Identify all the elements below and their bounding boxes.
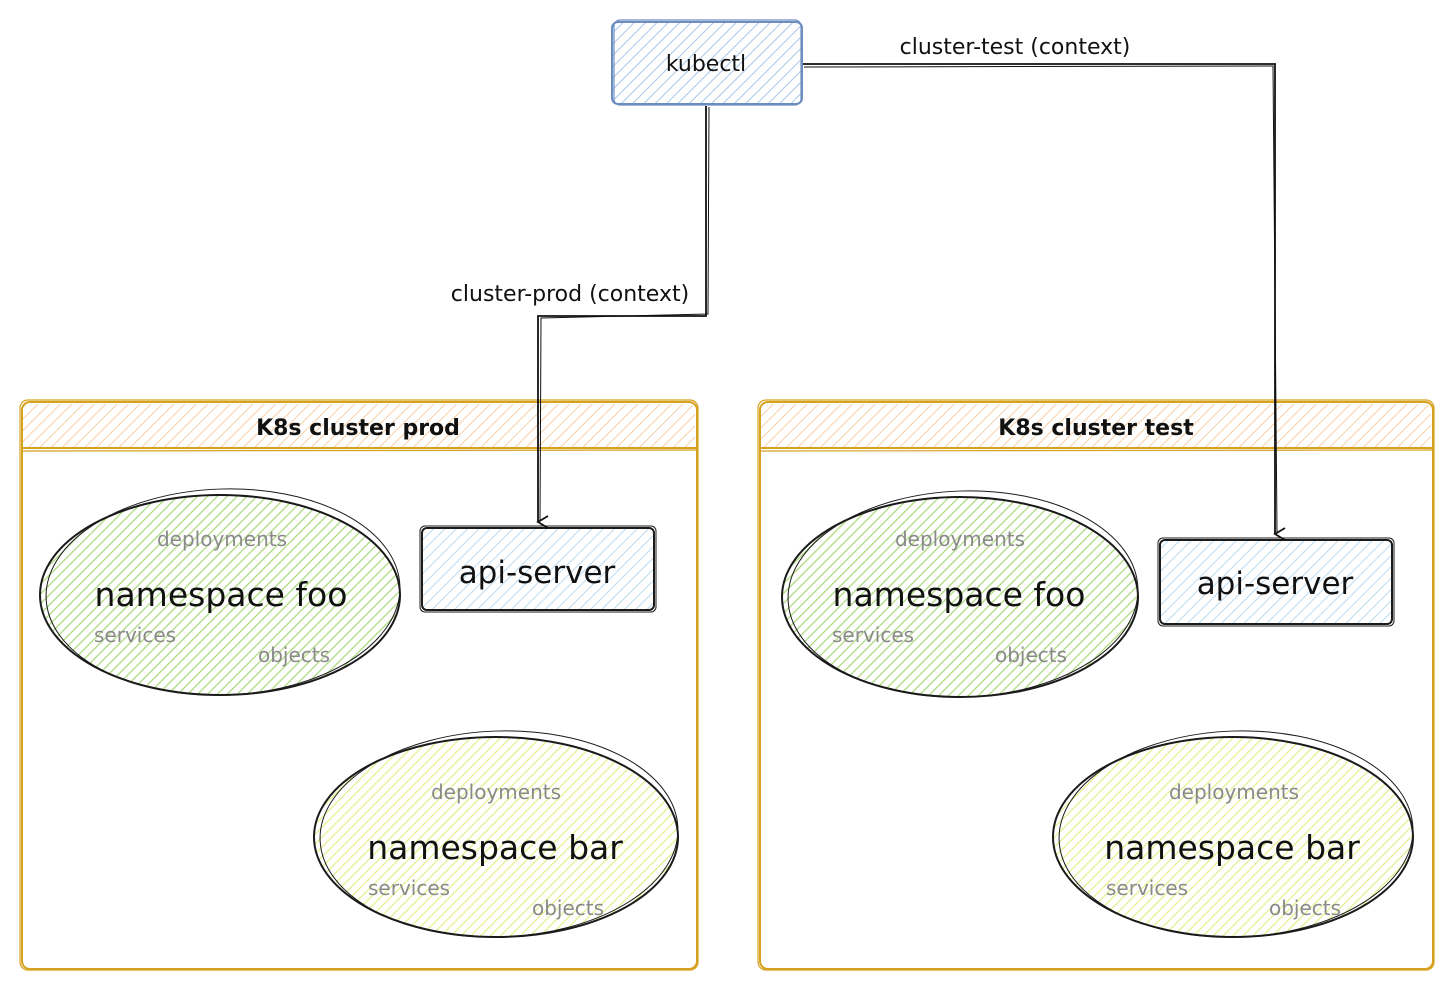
ns-bar-test-objects: objects bbox=[1269, 896, 1341, 920]
ns-foo-test-name: namespace foo bbox=[833, 575, 1086, 614]
ns-bar-prod-objects: objects bbox=[532, 896, 604, 920]
namespace-foo-test[interactable]: deployments namespace foo services objec… bbox=[781, 485, 1141, 703]
ns-foo-prod-deployments: deployments bbox=[157, 527, 287, 551]
ns-bar-prod-services: services bbox=[368, 876, 450, 900]
namespace-foo-prod[interactable]: deployments namespace foo services objec… bbox=[39, 483, 403, 701]
ns-foo-prod-name: namespace foo bbox=[95, 575, 348, 614]
api-server-prod[interactable]: api-server bbox=[419, 525, 657, 613]
edge-kubectl-to-prod bbox=[536, 106, 710, 529]
edge-label-test: cluster-test (context) bbox=[882, 31, 1148, 61]
ns-bar-test-deployments: deployments bbox=[1169, 780, 1299, 804]
cluster-test: K8s cluster test bbox=[757, 399, 1435, 971]
ns-bar-test-name: namespace bar bbox=[1104, 828, 1360, 867]
ns-foo-prod-services: services bbox=[94, 623, 176, 647]
cluster-prod: K8s cluster prod bbox=[19, 399, 699, 971]
kubectl-label: kubectl bbox=[666, 52, 746, 77]
kubectl-node[interactable]: kubectl bbox=[611, 19, 803, 106]
ns-foo-test-deployments: deployments bbox=[895, 527, 1025, 551]
ns-bar-prod-deployments: deployments bbox=[431, 780, 561, 804]
api-server-test-label: api-server bbox=[1197, 566, 1354, 602]
cluster-prod-title: K8s cluster prod bbox=[256, 416, 460, 441]
ns-bar-test-services: services bbox=[1106, 876, 1188, 900]
svg-text:cluster-test (context): cluster-test (context) bbox=[900, 35, 1131, 60]
svg-text:cluster-prod (context): cluster-prod (context) bbox=[451, 282, 689, 307]
ns-foo-test-objects: objects bbox=[995, 643, 1067, 667]
ns-bar-prod-name: namespace bar bbox=[367, 828, 623, 867]
edge-label-prod: cluster-prod (context) bbox=[436, 278, 704, 308]
api-server-test[interactable]: api-server bbox=[1157, 537, 1395, 627]
namespace-bar-prod[interactable]: deployments namespace bar services objec… bbox=[313, 725, 681, 943]
edge-kubectl-to-test bbox=[803, 63, 1286, 541]
cluster-test-title: K8s cluster test bbox=[998, 416, 1194, 441]
api-server-prod-label: api-server bbox=[459, 555, 616, 591]
ns-foo-test-services: services bbox=[832, 623, 914, 647]
namespace-bar-test[interactable]: deployments namespace bar services objec… bbox=[1052, 725, 1416, 943]
ns-foo-prod-objects: objects bbox=[258, 643, 330, 667]
